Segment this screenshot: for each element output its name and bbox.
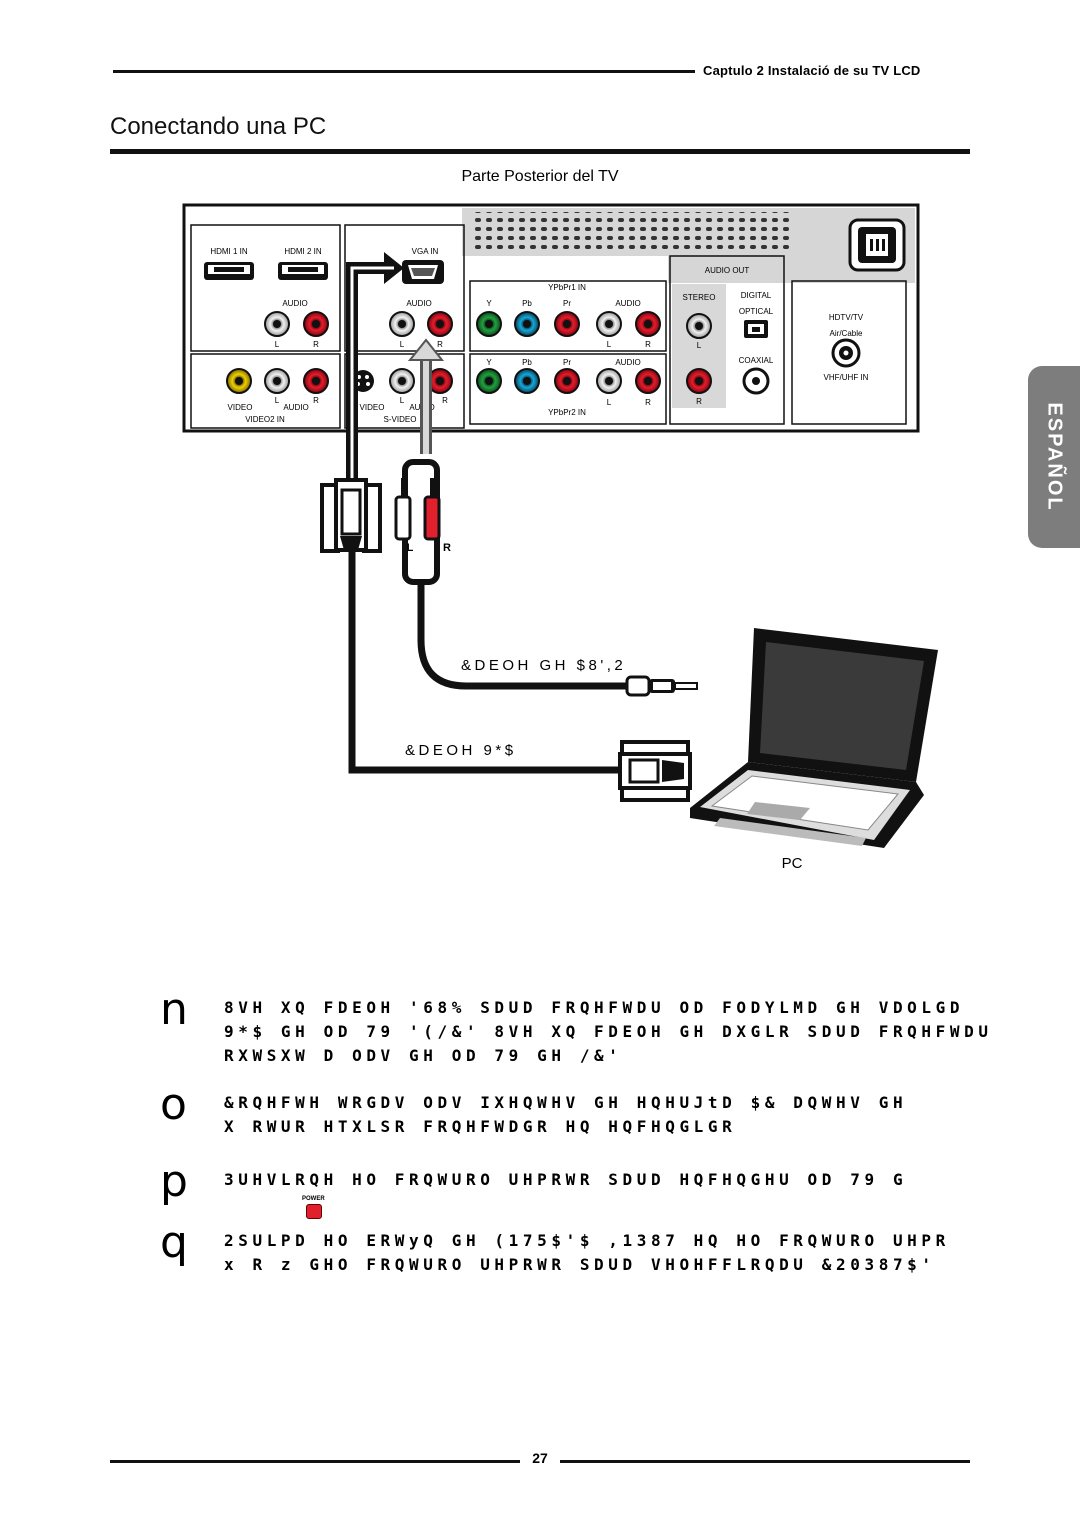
air-cable-label: Air/Cable: [830, 329, 863, 338]
l-label-5: L: [697, 341, 702, 350]
ypbpr2-label: YPbPr2 IN: [548, 408, 586, 417]
step-1-number: n: [160, 984, 188, 1035]
hdmi1-label: HDMI 1 IN: [210, 247, 248, 256]
r-label-5: R: [696, 397, 702, 406]
video2-in-label: VIDEO2 IN: [245, 415, 285, 424]
vga-plug-pc: [618, 740, 692, 802]
r-label-6: R: [313, 396, 319, 405]
step-2-line-2: X RWUR HTXLSR FRQHFWDGR HQ HQFHQGLGR: [224, 1117, 737, 1136]
pr-label-1: Pr: [563, 299, 571, 308]
pb-label-2: Pb: [522, 358, 532, 367]
audio-label-3: AUDIO: [615, 299, 640, 308]
ypbpr1-label: YPbPr1 IN: [548, 283, 586, 292]
chapter-heading: Captulo 2 Instalació de su TV LCD: [703, 63, 921, 78]
hdmi2-label: HDMI 2 IN: [284, 247, 322, 256]
svideo-label: S-VIDEO: [384, 415, 417, 424]
power-socket: [848, 218, 906, 272]
vga-cable-label: &DEOH 9*$: [405, 742, 517, 759]
connection-diagram: HDMI 1 IN HDMI 2 IN VGA IN AUDIO L R AUD…: [182, 203, 938, 872]
vga-label: VGA IN: [412, 247, 439, 256]
page-number: 27: [532, 1450, 548, 1466]
power-badge-label: POWER: [302, 1196, 325, 1202]
r-label-1: R: [313, 340, 319, 349]
rear-panel-caption: Parte Posterior del TV: [461, 168, 619, 185]
r-label-4: R: [645, 398, 651, 407]
step-2-line-1: &RQHFWH WRGDV ODV IXHQWHV GH HQHUJtD $& …: [224, 1093, 908, 1112]
audio-plug-pc: [625, 675, 698, 697]
vhf-uhf-label: VHF/UHF IN: [824, 373, 869, 382]
r-label-2: R: [437, 340, 443, 349]
step-3-line-1: 3UHVLRQH HO FRQWURO UHPRWR SDUD HQFHQGHU…: [224, 1170, 908, 1189]
step-4-line-1: 2SULPD HO ERWyQ GH (175$'$ ,1387 HQ HO F…: [224, 1231, 950, 1250]
page-title: Conectando una PC: [110, 113, 327, 140]
pc-label: PC: [782, 855, 803, 872]
footer-rule-left: [110, 1460, 520, 1463]
hdmi1-port: [204, 262, 254, 280]
pb-label-1: Pb: [522, 299, 532, 308]
y-label-2: Y: [486, 358, 492, 367]
digital-label: DIGITAL: [741, 291, 772, 300]
l-label-3: L: [607, 340, 612, 349]
optical-label: OPTICAL: [739, 307, 774, 316]
l-label-7: L: [400, 396, 405, 405]
header-rule: [113, 70, 695, 73]
vga-cable: [346, 252, 622, 774]
laptop-icon: [690, 628, 938, 848]
step-3-number: p: [160, 1156, 188, 1207]
audio-out-label: AUDIO OUT: [705, 266, 750, 275]
step-2-number: o: [160, 1079, 187, 1130]
y-label-1: Y: [486, 299, 492, 308]
vga-plug-tv: [320, 478, 382, 553]
pr-label-2: Pr: [563, 358, 571, 367]
power-button-icon: POWER: [302, 1196, 325, 1219]
plug-r-label: R: [443, 542, 451, 554]
audio-label-2: AUDIO: [406, 299, 431, 308]
hdtv-label: HDTV/TV: [829, 313, 864, 322]
coaxial-label: COAXIAL: [739, 356, 774, 365]
hdmi2-port: [278, 262, 328, 280]
plug-l-label: L: [407, 542, 414, 554]
video-label-1: VIDEO: [228, 403, 253, 412]
r-label-3: R: [645, 340, 651, 349]
step-1-line-2: 9*$ GH OD 79 '(/&' 8VH XQ FDEOH GH DXGLR…: [224, 1022, 993, 1041]
video-label-2: VIDEO: [360, 403, 385, 412]
l-label-6: L: [275, 396, 280, 405]
footer-rule-right: [560, 1460, 970, 1463]
step-1-line-3: RXWSXW D ODV GH OD 79 GH /&': [224, 1046, 623, 1065]
audio-cable-label: &DEOH GH $8',2: [461, 657, 626, 674]
r-label-7: R: [442, 396, 448, 405]
step-1-line-1: 8VH XQ FDEOH '68% SDUD FRQHFWDU OD FODYL…: [224, 998, 965, 1017]
vent-grille: [470, 212, 790, 250]
step-4-number: q: [160, 1217, 188, 1268]
step-4-line-2: x R z GHO FRQWURO UHPRWR SDUD VHOHFFLRQD…: [224, 1255, 936, 1274]
audio-label-5: AUDIO: [283, 403, 308, 412]
l-label-2: L: [400, 340, 405, 349]
audio-label-4: AUDIO: [615, 358, 640, 367]
l-label-1: L: [275, 340, 280, 349]
title-rule: [110, 149, 970, 154]
tv-rear-panel: HDMI 1 IN HDMI 2 IN VGA IN AUDIO L R AUD…: [182, 203, 920, 433]
language-tab: ESPAÑOL: [1028, 366, 1080, 548]
optical-port: [744, 320, 768, 338]
stereo-label: STEREO: [683, 293, 716, 302]
audio-label-1: AUDIO: [282, 299, 307, 308]
rca-plugs: L R: [394, 478, 451, 554]
vga-port: [402, 260, 444, 284]
l-label-4: L: [607, 398, 612, 407]
